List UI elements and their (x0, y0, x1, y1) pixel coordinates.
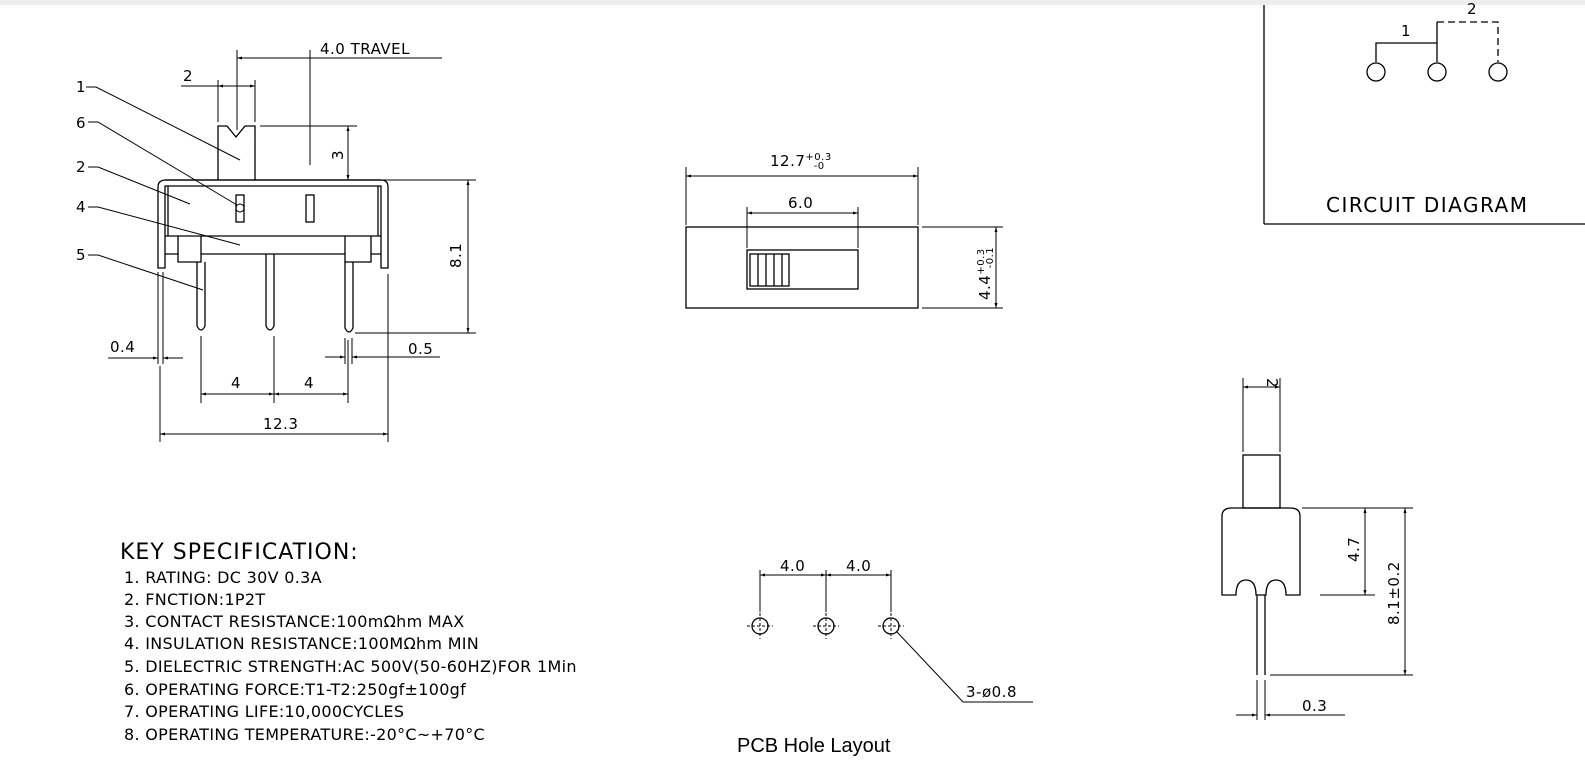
length-label: 12.7+0.3-0 (770, 152, 832, 172)
end-total-height-label: 8.1±0.2 (1385, 561, 1403, 625)
actuator-width-label: 2 (183, 67, 193, 85)
key-specification: KEY SPECIFICATION: 1. RATING: DC 30V 0.3… (120, 540, 577, 744)
callout-2: 2 (76, 158, 86, 176)
pin-pitch-right-label: 4 (304, 374, 314, 392)
width-tol-minus: -0.1 (985, 247, 996, 269)
hole-spec-label: 3-ø0.8 (966, 683, 1017, 701)
spec-item: 2. FNCTION:1P2T (124, 590, 265, 609)
pcb-hole (878, 613, 904, 639)
overall-width-label: 12.3 (263, 415, 298, 433)
pin-pitch-left-label: 4 (231, 374, 241, 392)
top-band (0, 0, 1585, 5)
spec-item: 1. RATING: DC 30V 0.3A (124, 568, 322, 587)
pcb-layout: 4.0 4.0 3-ø0.8 PCB Hole Layout (737, 557, 1033, 757)
width-tol-plus: +0.3 (976, 248, 987, 274)
end-actuator-width-label: 2 (1263, 378, 1281, 388)
slot (746, 249, 859, 290)
slider-knob (749, 253, 790, 287)
spec-item: 6. OPERATING FORCE:T1-T2:250gf±100gf (124, 680, 466, 699)
pcb-hole (813, 613, 839, 639)
spec-item: 8. OPERATING TEMPERATURE:-20°C~+70°C (124, 725, 485, 744)
position-1-label: 1 (1401, 22, 1411, 40)
callout-1: 1 (76, 78, 86, 96)
callout-6: 6 (76, 114, 86, 132)
switch-body-top (685, 226, 919, 309)
end-body (1221, 507, 1301, 596)
spec-item: 5. DIELECTRIC STRENGTH:AC 500V(50-60HZ)F… (124, 657, 577, 676)
callout-5: 5 (76, 246, 86, 264)
width-label: 4.4+0.3-0.1 (976, 247, 996, 300)
circuit-diagram: 2 1 CIRCUIT DIAGRAM (1263, 0, 1585, 225)
circuit-title: CIRCUIT DIAGRAM (1326, 193, 1529, 217)
pin-thickness-label: 0.5 (408, 340, 433, 358)
terminal-circle (1427, 62, 1447, 82)
slot-length-label: 6.0 (788, 194, 813, 212)
pcb-pitch-left-label: 4.0 (780, 557, 805, 575)
actuator-height-label: 3 (329, 150, 347, 160)
pcb-hole (747, 613, 773, 639)
body-height-label: 8.1 (447, 243, 465, 268)
position-2-label: 2 (1467, 0, 1477, 18)
pcb-pitch-right-label: 4.0 (846, 557, 871, 575)
actuator (217, 125, 256, 180)
terminal-circle (1488, 62, 1508, 82)
width-value: 4.4 (976, 275, 994, 300)
end-view: 2 4.7 8.1±0.2 0.3 (1221, 378, 1413, 720)
spec-item: 7. OPERATING LIFE:10,000CYCLES (124, 702, 404, 721)
length-value: 12.7 (770, 152, 805, 170)
spec-item: 4. INSULATION RESISTANCE:100MΩhm MIN (124, 634, 479, 653)
end-pin-thickness-label: 0.3 (1302, 697, 1327, 715)
end-body-height-label: 4.7 (1345, 537, 1363, 562)
side-view: 4.0 TRAVEL 2 3 8.1 (76, 40, 476, 442)
bracket-thickness-label: 0.4 (110, 338, 135, 356)
spec-item: 3. CONTACT RESISTANCE:100mΩhm MAX (124, 612, 464, 631)
terminal-circle (1366, 62, 1386, 82)
travel-label: 4.0 TRAVEL (320, 40, 410, 58)
pin (265, 254, 275, 331)
length-tol-plus: +0.3 (805, 152, 831, 163)
pin (344, 262, 354, 333)
pcb-title: PCB Hole Layout (737, 735, 891, 757)
callout-4: 4 (76, 198, 86, 216)
top-view: 12.7+0.3-0 6.0 4.4+0.3-0.1 (685, 152, 1003, 309)
spec-heading: KEY SPECIFICATION: (120, 540, 359, 565)
pin (196, 262, 206, 331)
length-tol-minus: -0 (814, 161, 825, 172)
bracket (157, 179, 389, 269)
